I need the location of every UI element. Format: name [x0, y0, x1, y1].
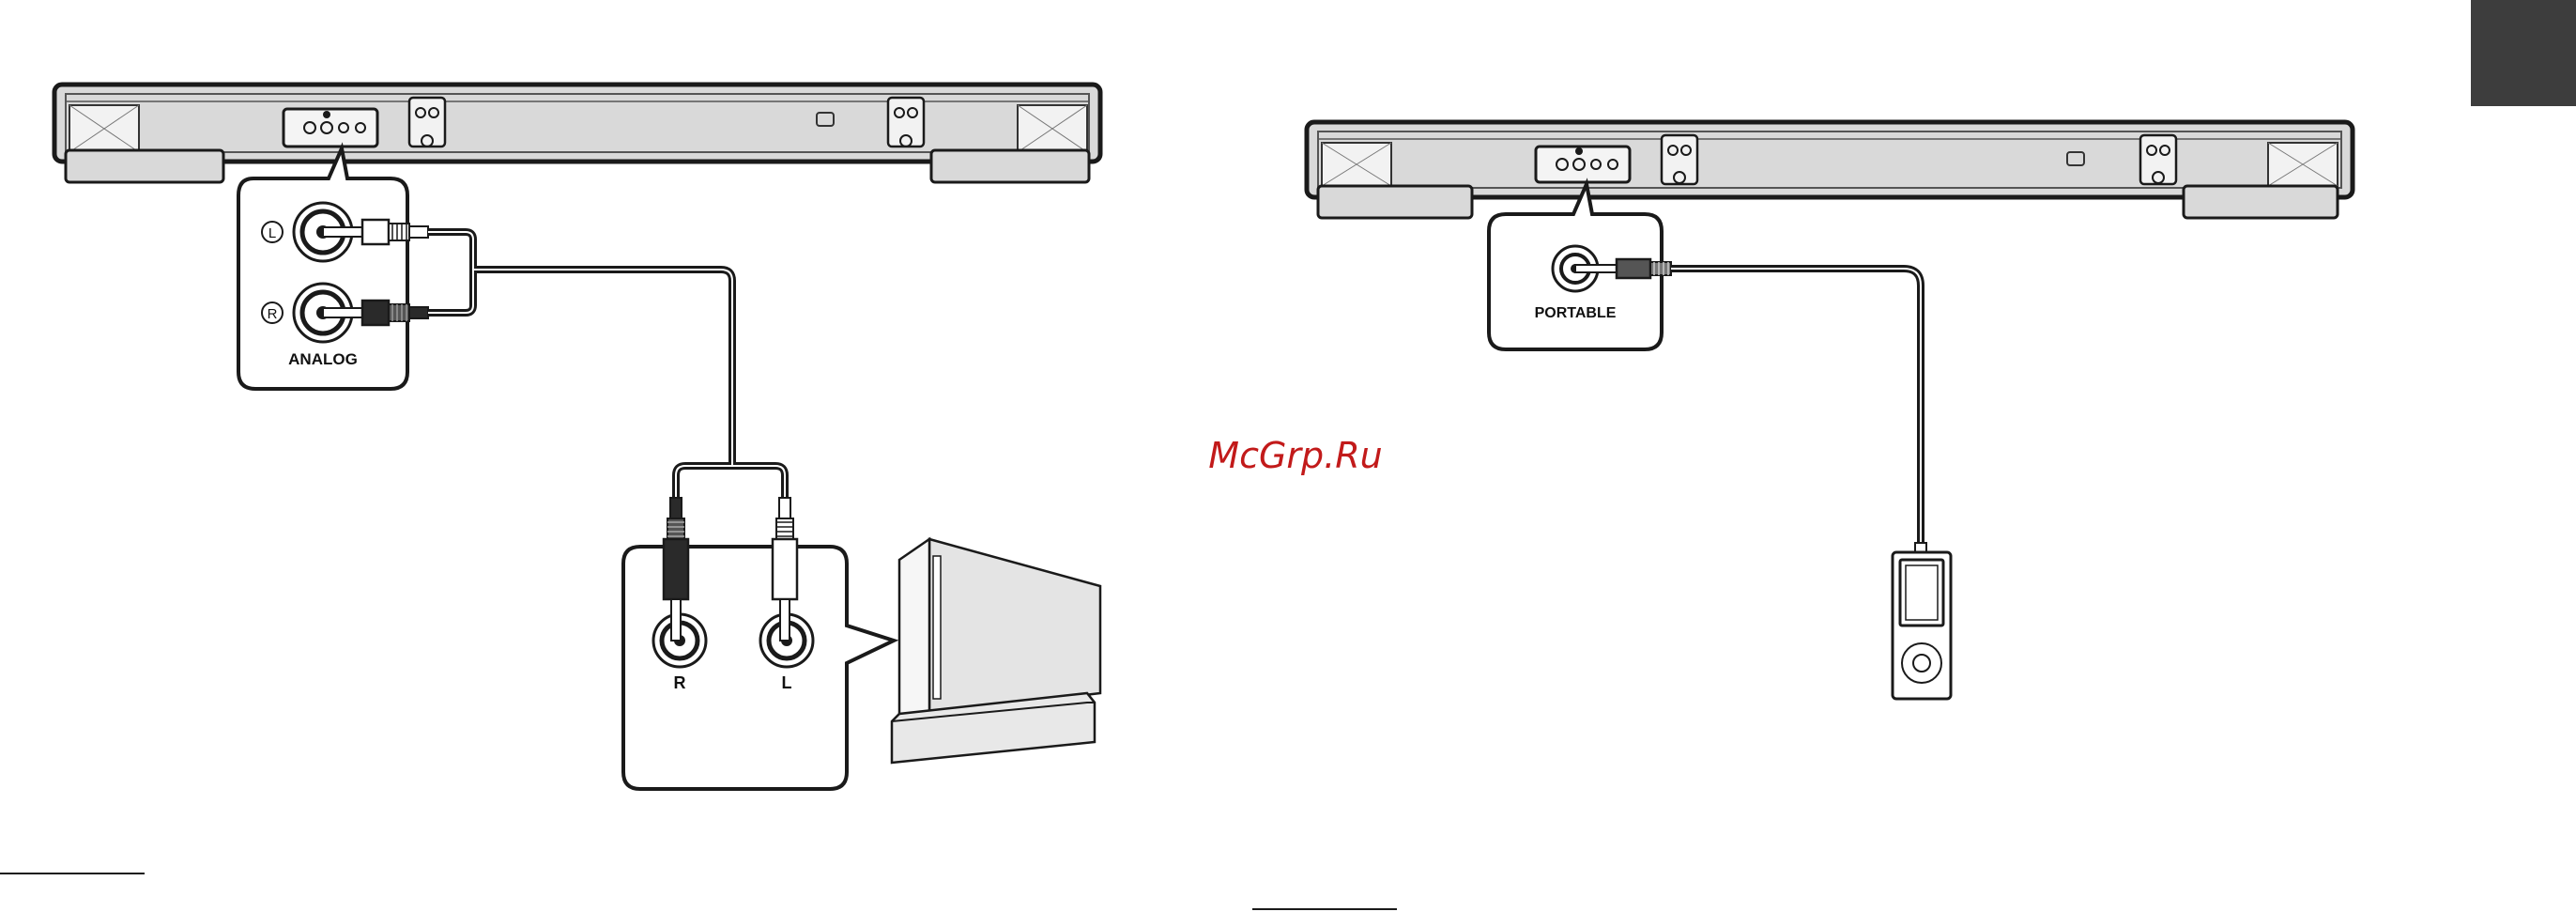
left-channel-marker: L	[268, 225, 276, 241]
analog-jack-callout: L R ANALOG	[238, 148, 407, 389]
portable-audio-cable	[1671, 269, 1921, 554]
console-left-jack-label: L	[782, 673, 792, 692]
console-right-jack-label: R	[674, 673, 686, 692]
portable-music-player-icon	[1893, 543, 1951, 699]
watermark-text: McGrp.Ru	[1208, 435, 1382, 476]
left-soundbar	[54, 85, 1100, 182]
analog-input-label: ANALOG	[288, 350, 358, 368]
right-channel-marker: R	[268, 306, 278, 322]
portable-input-label: PORTABLE	[1535, 305, 1617, 321]
page-corner-tab	[2471, 0, 2576, 106]
right-soundbar	[1307, 122, 2353, 218]
game-console-icon	[892, 539, 1100, 763]
